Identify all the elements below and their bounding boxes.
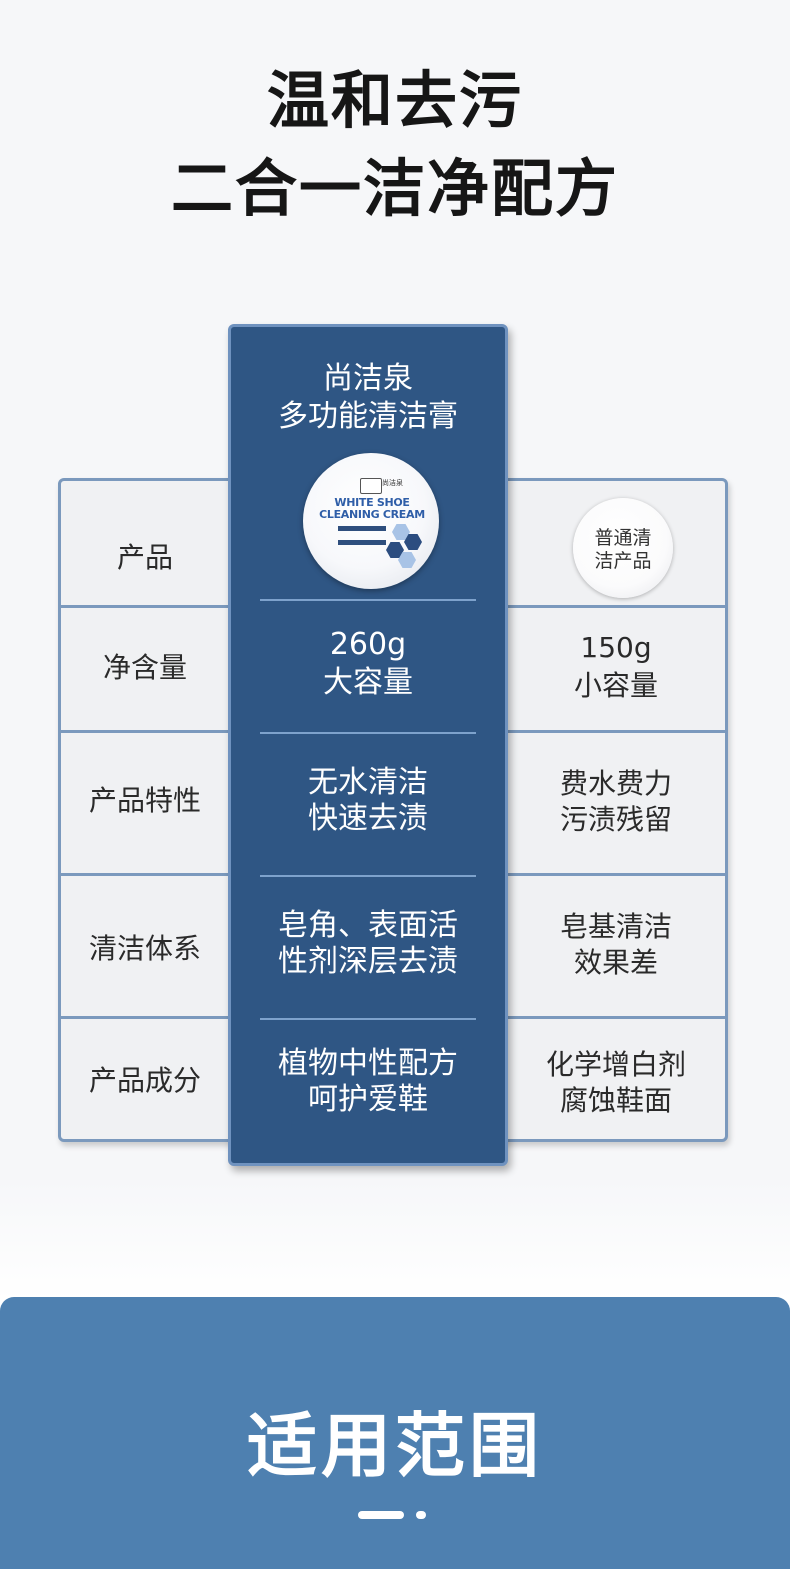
product-ingredients-1: 植物中性配方 — [278, 1046, 458, 1081]
jar-title-2: CLEANING CREAM — [319, 508, 425, 521]
product-net-content-1: 260g — [329, 627, 407, 662]
scope-banner — [0, 1297, 790, 1569]
headline-line-1: 温和去污 — [266, 64, 523, 137]
scope-title: 适用范围 — [247, 1405, 543, 1487]
jar-title-1: WHITE SHOE — [334, 496, 410, 509]
cleaning-cream-jar-image — [303, 453, 439, 589]
hexagon-icon — [386, 542, 404, 558]
row-label-net-content: 净含量 — [102, 651, 187, 684]
product-ingredients-2: 呵护爱鞋 — [308, 1082, 428, 1117]
title-underline — [358, 1511, 404, 1519]
jar-brand: 尚洁泉 — [382, 479, 403, 487]
ordinary-features-1: 费水费力 — [559, 767, 672, 800]
ordinary-net-content-1: 150g — [580, 631, 652, 664]
ordinary-product-image — [573, 498, 673, 598]
center-divider — [260, 875, 476, 877]
ordinary-ingredients-1: 化学增白剂 — [545, 1048, 686, 1081]
title-underline-dot — [416, 1511, 426, 1519]
center-divider — [260, 599, 476, 601]
ordinary-product-name-1: 普通清 — [594, 527, 652, 549]
center-divider — [260, 1018, 476, 1020]
ordinary-features-2: 污渍残留 — [559, 803, 672, 836]
product-net-content-2: 大容量 — [323, 665, 413, 700]
ordinary-net-content-2: 小容量 — [573, 669, 658, 702]
ordinary-ingredients-2: 腐蚀鞋面 — [559, 1084, 672, 1117]
row-label-ingredients: 产品成分 — [88, 1064, 201, 1097]
brand-logo-icon — [360, 478, 382, 494]
product-features-2: 快速去渍 — [308, 801, 428, 836]
ordinary-system-1: 皂基清洁 — [559, 910, 672, 943]
hexagon-icon — [392, 524, 410, 540]
ordinary-system-2: 效果差 — [573, 946, 658, 979]
jar-label-band — [338, 526, 386, 531]
center-divider — [260, 732, 476, 734]
row-label-features: 产品特性 — [88, 784, 201, 817]
headline-line-2: 二合一洁净配方 — [170, 152, 619, 225]
product-system-1: 皂角、表面活 — [278, 908, 458, 943]
product-features-1: 无水清洁 — [308, 765, 428, 800]
hexagon-icon — [398, 552, 416, 568]
product-brand: 尚洁泉 — [323, 361, 413, 396]
product-name: 多功能清洁膏 — [278, 399, 458, 434]
jar-label-band — [338, 540, 386, 545]
ordinary-product-name-2: 洁产品 — [594, 550, 652, 572]
row-label-cleaning-system: 清洁体系 — [88, 932, 201, 965]
row-label-product: 产品 — [116, 541, 173, 574]
featured-product-column — [228, 324, 508, 1166]
hexagon-icon — [404, 534, 422, 550]
product-system-2: 性剂深层去渍 — [278, 944, 458, 979]
